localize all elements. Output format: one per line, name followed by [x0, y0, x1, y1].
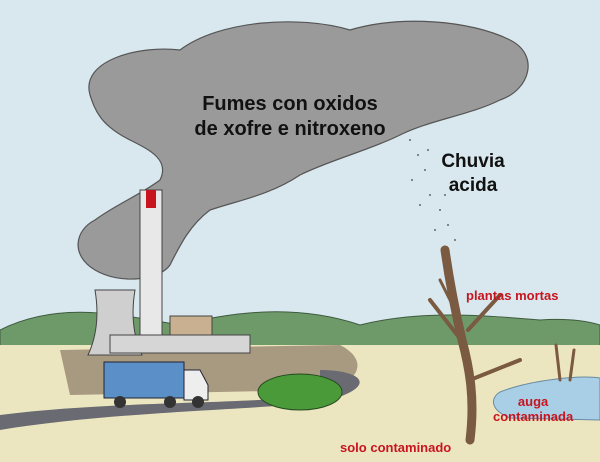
- bush: [257, 373, 343, 411]
- chimney: [139, 189, 163, 336]
- polluted-water-label: auga contaminada: [493, 394, 573, 424]
- power-plant: [87, 189, 251, 356]
- dead-plants-label: plantas mortas: [466, 288, 559, 303]
- chimney-stripes: [146, 190, 156, 208]
- smoke-label-line-1: Fumes con oxidos: [202, 93, 378, 115]
- acid-rain-label-line-2: acida: [448, 175, 498, 196]
- road: [0, 370, 360, 430]
- truck: [103, 361, 209, 408]
- acid-rain-drops: [409, 139, 456, 241]
- smoke-label: Fumes con oxidos de xofre e nitroxeno: [190, 92, 390, 142]
- smoke-label-line-2: de xofre e nitroxeno: [194, 118, 386, 140]
- polluted-water-label-line-1: auga: [517, 394, 549, 409]
- polluted-water-label-line-2: contaminada: [493, 409, 574, 424]
- dead-tree: [428, 245, 576, 445]
- smoke-cloud: [77, 20, 529, 280]
- acid-rain-label: Chuvia acida: [428, 150, 518, 198]
- polluted-soil-label: solo contaminado: [340, 440, 452, 455]
- acid-rain-label-line-1: Chuvia: [441, 151, 505, 172]
